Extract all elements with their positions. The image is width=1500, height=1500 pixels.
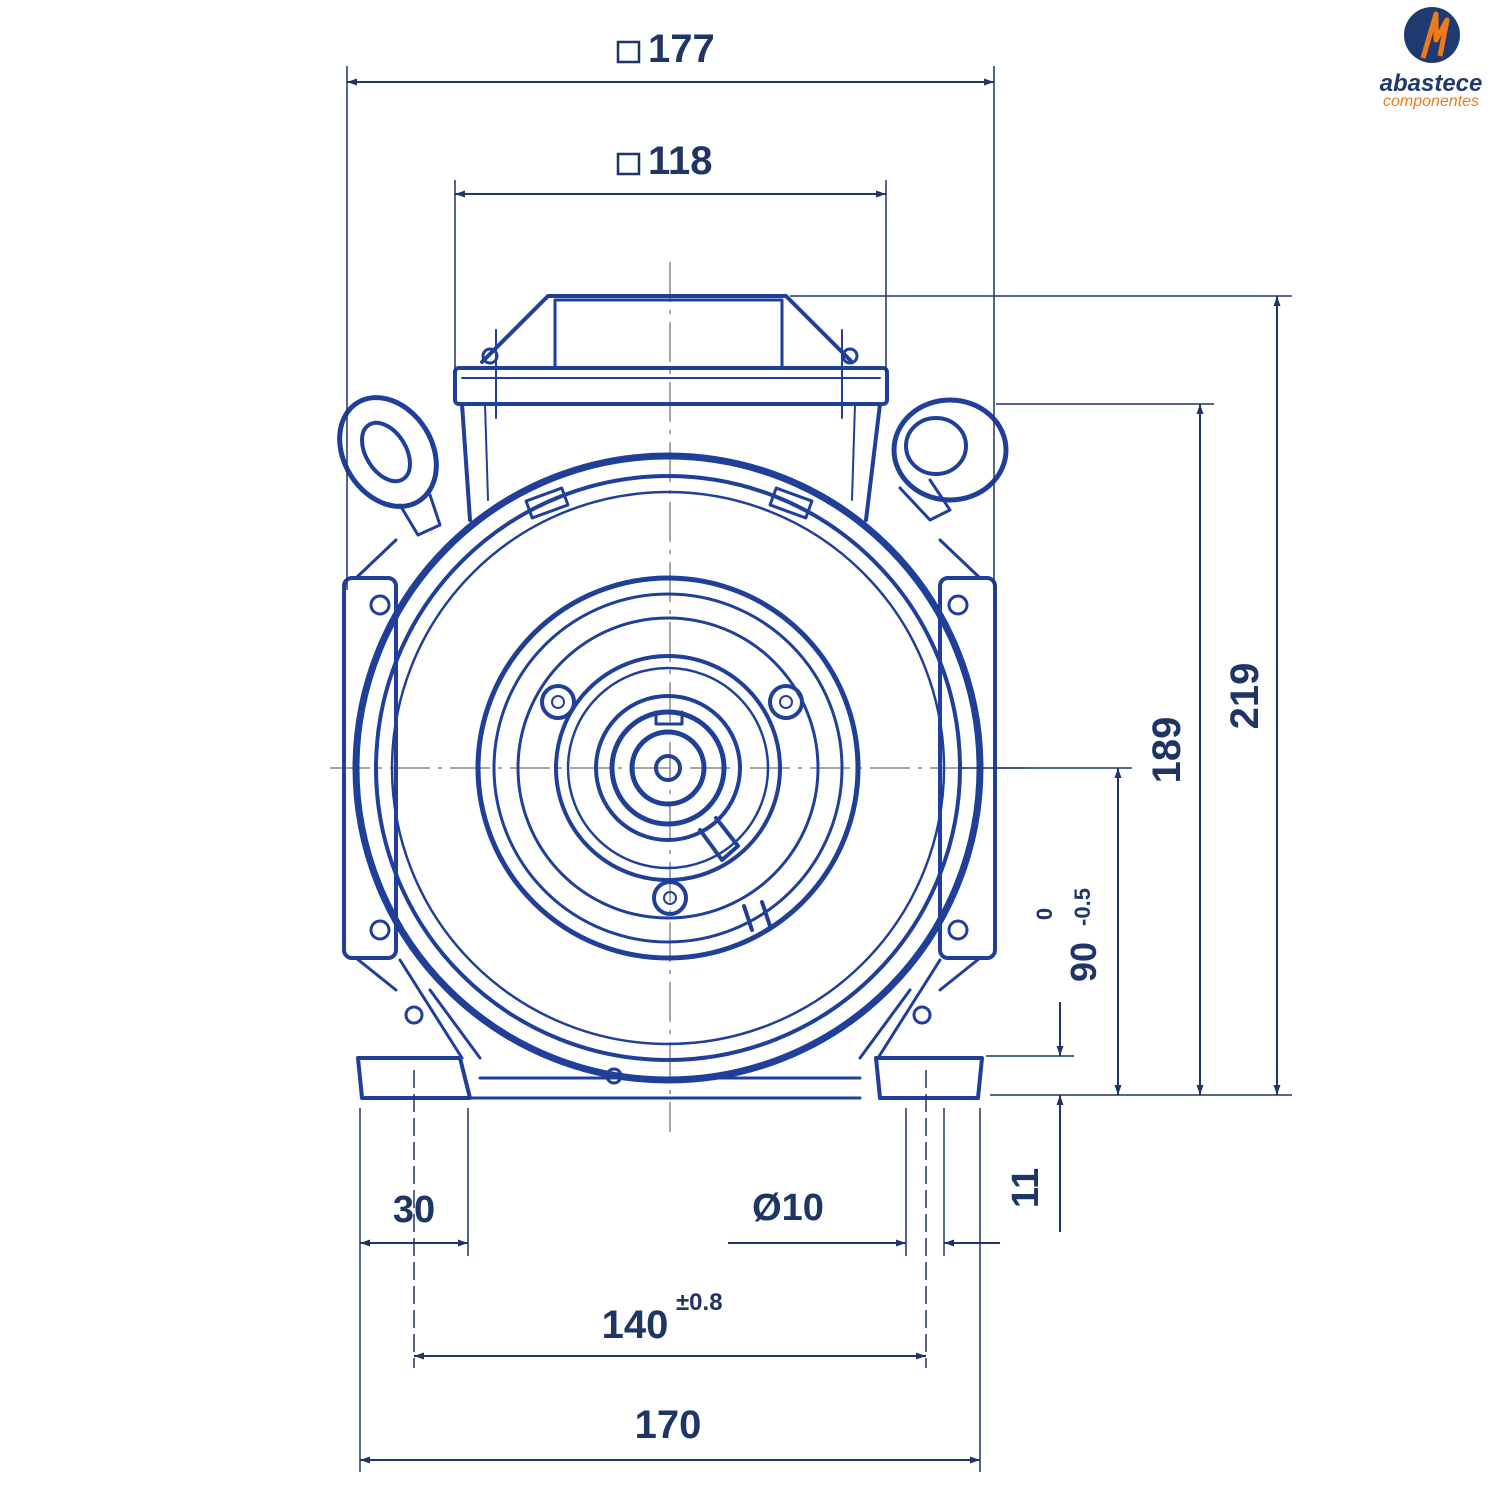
square-symbol-118-icon bbox=[616, 152, 641, 176]
dimension-labels: 177 118 219 189 90 0 -0.5 11 30 Ø10 140 … bbox=[393, 27, 1267, 1447]
bearing-housing-outer bbox=[475, 575, 861, 961]
bearing-housing-ring-2 bbox=[516, 616, 820, 920]
cap-screw-right-icon bbox=[768, 684, 804, 720]
bearing-cap bbox=[554, 654, 782, 882]
eyebolt-right-icon bbox=[891, 397, 1009, 522]
end-shield-rim bbox=[374, 474, 962, 1062]
motor-foot-right bbox=[874, 1056, 984, 1100]
dim-11-label: 11 bbox=[1005, 1168, 1047, 1208]
extension-lines bbox=[346, 66, 1292, 1472]
dim-90-lower-tolerance: -0.5 bbox=[1070, 888, 1095, 926]
frame-pad-left bbox=[342, 576, 398, 960]
eyebolt-left-icon bbox=[337, 395, 442, 537]
dimension-lines bbox=[347, 78, 1281, 1464]
shaft bbox=[629, 729, 707, 807]
logo-bolt-icon bbox=[1420, 11, 1450, 59]
dim-140-label: 140 bbox=[602, 1303, 669, 1347]
dim-d10-label: Ø10 bbox=[752, 1187, 824, 1229]
dim-177-label: 177 bbox=[648, 27, 715, 71]
frame-bolt-bl-icon bbox=[369, 919, 391, 941]
frame-bolt-tr-icon bbox=[947, 594, 969, 616]
terminal-box-base bbox=[460, 402, 882, 522]
logo-wordmark: abastece bbox=[1380, 70, 1483, 97]
dim-170-label: 170 bbox=[635, 1403, 702, 1447]
dim-189-label: 189 bbox=[1145, 717, 1189, 784]
logo-subtitle: componentes bbox=[1383, 93, 1479, 110]
dim-219-label: 219 bbox=[1223, 663, 1267, 730]
terminal-box-flange bbox=[453, 366, 889, 406]
terminal-box-lid bbox=[480, 294, 854, 364]
dim-90-label: 90 bbox=[1063, 942, 1104, 982]
dim-90-upper-tolerance: 0 bbox=[1032, 908, 1057, 920]
square-symbol-177-icon bbox=[616, 40, 641, 64]
motor-body bbox=[337, 294, 1009, 1100]
shaft-center bbox=[654, 754, 682, 782]
end-shield-inner-rim bbox=[390, 490, 946, 1046]
dim-30-label: 30 bbox=[393, 1189, 435, 1231]
frame-bolt-tl-icon bbox=[369, 594, 391, 616]
bearing-hub bbox=[594, 694, 742, 842]
dim-140-tolerance: ±0.8 bbox=[676, 1289, 723, 1316]
cap-screw-bottom-icon bbox=[652, 880, 688, 916]
dim-118-label: 118 bbox=[648, 139, 713, 183]
bearing-housing-ring bbox=[492, 592, 844, 944]
terminal-box-cover bbox=[553, 298, 784, 370]
cap-screw-left-icon bbox=[540, 684, 576, 720]
brand-logo: abastece componentes bbox=[1380, 7, 1483, 110]
frame-bolt-br-icon bbox=[947, 919, 969, 941]
shaft-key bbox=[654, 710, 684, 726]
